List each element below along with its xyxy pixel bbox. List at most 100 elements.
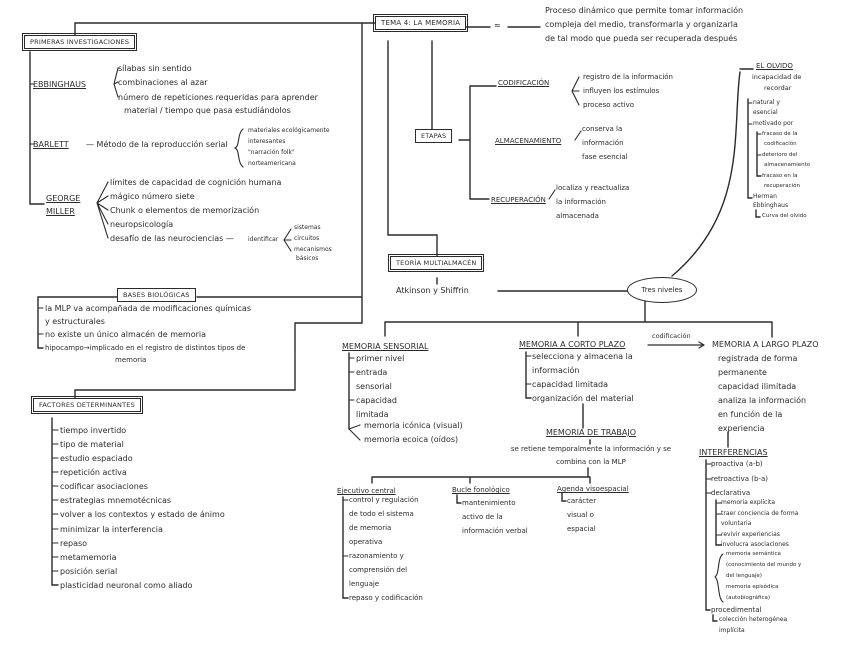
largo-item: en función de la bbox=[718, 410, 783, 419]
bucle-item: mantenimiento bbox=[462, 499, 516, 507]
factores-item: estrategias mnemotécnicas bbox=[60, 496, 172, 505]
factores-item: estudio espaciado bbox=[60, 454, 133, 463]
etapas-box: ETAPAS bbox=[415, 129, 453, 143]
trabajo-title: MEMORIA DE TRABAJO bbox=[545, 428, 637, 437]
barlett-note: norteamericana bbox=[248, 160, 296, 167]
factores-item: volver a los contextos y estado de ánimo bbox=[60, 510, 225, 519]
miller-label: GEORGE bbox=[46, 194, 81, 203]
agenda-item: visual o bbox=[567, 511, 594, 519]
declarativa-item: revivir experiencias bbox=[721, 531, 780, 538]
barlett-note: materiales ecológicamente bbox=[248, 127, 330, 134]
bucle-item: activo de la bbox=[462, 513, 503, 521]
miller-item: mágico número siete bbox=[110, 192, 195, 201]
largo-item: experiencia bbox=[718, 424, 765, 433]
identificar-item: mecanismos bbox=[294, 246, 332, 253]
olvido-curve: Curva del olvido bbox=[762, 213, 807, 219]
largo-title: MEMORIA A LARGO PLAZO bbox=[712, 340, 819, 349]
factores-item: tiempo invertido bbox=[60, 426, 127, 435]
miller-item: desafío de las neurociencias — bbox=[110, 234, 234, 243]
tres-niveles-oval: Tres niveles bbox=[627, 277, 697, 303]
factores-item: repaso bbox=[60, 539, 88, 548]
definition-line: Proceso dinámico que permite tomar infor… bbox=[545, 6, 744, 15]
miller-item: Chunk o elementos de memorización bbox=[110, 206, 260, 215]
interferencias-title: INTERFERENCIAS bbox=[699, 448, 768, 457]
ebbinghaus-item: sílabas sin sentido bbox=[118, 64, 192, 73]
corto-item: información bbox=[532, 366, 580, 375]
olvido-author: Ebbinghaus bbox=[753, 202, 789, 209]
olvido-cause: recuperación bbox=[764, 183, 800, 189]
miller-item: límites de capacidad de cognición humana bbox=[110, 178, 282, 187]
ejecutivo-item: lenguaje bbox=[349, 580, 380, 588]
ejecutivo-item: operativa bbox=[349, 538, 383, 546]
ejecutivo-item: razonamiento y bbox=[349, 552, 404, 560]
definition-line: compleja del medio, transformarla y orga… bbox=[545, 20, 738, 29]
olvido-title: EL OLVIDO bbox=[756, 62, 793, 70]
memoria-type-item: (conocimiento del mundo y bbox=[726, 562, 802, 568]
olvido-item: natural y bbox=[753, 99, 780, 106]
corto-title: MEMORIA A CORTO PLAZO bbox=[519, 340, 626, 349]
recuperacion-item: almacenada bbox=[556, 212, 599, 220]
bucle-item: información verbal bbox=[462, 527, 528, 535]
bases-item: y estructurales bbox=[45, 317, 105, 326]
sensorial-title: MEMORIA SENSORIAL bbox=[342, 342, 429, 351]
largo-item: analiza la información bbox=[718, 396, 807, 405]
almacenamiento-item: fase esencial bbox=[582, 153, 628, 161]
olvido-author: Herman bbox=[753, 193, 777, 200]
olvido-subtitle: recordar bbox=[764, 84, 792, 92]
memoria-type-item: (autobiográfica) bbox=[726, 595, 771, 601]
bases-item: memoria bbox=[115, 356, 147, 364]
memoria-type-item: memoria episódica bbox=[726, 584, 779, 590]
ejecutivo-item: de todo el sistema bbox=[349, 510, 414, 518]
ebbinghaus-label: EBBINGHAUS bbox=[33, 80, 86, 89]
olvido-cause: almacenamiento bbox=[764, 162, 811, 168]
teoria-authors: Atkinson y Shiffrin bbox=[396, 286, 469, 295]
ejecutivo-item: repaso y codificación bbox=[349, 594, 423, 602]
ebbinghaus-item: material / tiempo que pasa estudiándolos bbox=[124, 106, 291, 115]
procedimental-label: procedimental bbox=[711, 606, 762, 614]
ejecutivo-item: control y regulación bbox=[349, 496, 419, 504]
declarativa-item: memoria explícita bbox=[721, 499, 776, 506]
memoria-type-item: del lenguaje) bbox=[726, 573, 762, 579]
ejecutivo-title: Ejecutivo central bbox=[337, 487, 396, 495]
olvido-cause: fracaso de la bbox=[762, 131, 798, 137]
codificacion-item: proceso activo bbox=[583, 101, 635, 109]
declarativa-item: voluntaria bbox=[721, 520, 752, 527]
bases-item: hipocampo→implicado en el registro de di… bbox=[45, 344, 246, 352]
ebbinghaus-item: número de repeticiones requeridas para a… bbox=[118, 93, 318, 102]
primeras-box: PRIMERAS INVESTIGACIONES bbox=[21, 32, 138, 52]
factores-item: repetición activa bbox=[60, 468, 127, 477]
barlett-method: — Método de la reproducción serial bbox=[86, 140, 228, 149]
identificar-item: sistemas bbox=[294, 224, 321, 231]
teoria-box: TEORÍA MULTIALMACÉN bbox=[387, 253, 485, 273]
declarativa-item: traer conciencia de forma bbox=[721, 510, 799, 517]
largo-item: capacidad ilimitada bbox=[718, 382, 797, 391]
ejecutivo-item: de memoria bbox=[349, 524, 392, 532]
sensorial-item: sensorial bbox=[356, 382, 392, 391]
olvido-cause: fracaso en la bbox=[762, 173, 798, 179]
bases-box: BASES BIOLÓGICAS bbox=[117, 288, 196, 302]
olvido-subtitle: incapacidad de bbox=[752, 73, 802, 81]
almacenamiento-label: ALMACENAMIENTO bbox=[495, 137, 562, 145]
factores-item: tipo de material bbox=[60, 440, 124, 449]
codificacion-label: CODIFICACIÓN bbox=[498, 79, 550, 87]
factores-item: minimizar la interferencia bbox=[60, 525, 163, 534]
codificacion-item: registro de la información bbox=[583, 73, 673, 81]
interferencias-item: declarativa bbox=[711, 489, 751, 497]
codificacion-arrow-label: codificación bbox=[652, 332, 691, 340]
declarativa-item: involucra asociaciones bbox=[721, 541, 789, 548]
bases-item: la MLP va acompañada de modificaciones q… bbox=[45, 304, 251, 313]
barlett-label: BARLETT bbox=[33, 140, 69, 149]
agenda-item: espacial bbox=[567, 525, 596, 533]
olvido-cause: deterioro del bbox=[762, 152, 798, 158]
olvido-item: esencial bbox=[753, 109, 778, 116]
interferencias-item: retroactiva (b-a) bbox=[711, 475, 768, 483]
almacenamiento-item: información bbox=[582, 139, 624, 147]
approx-symbol: ≈ bbox=[494, 21, 501, 30]
codificacion-item: influyen los estímulos bbox=[583, 87, 660, 95]
recuperacion-label: RECUPERACIÓN bbox=[491, 196, 546, 204]
recuperacion-item: localiza y reactualiza bbox=[556, 184, 630, 192]
olvido-cause: codificación bbox=[764, 141, 797, 147]
interferencias-item: proactiva (a-b) bbox=[711, 460, 763, 468]
trabajo-desc: combina con la MLP bbox=[556, 458, 626, 466]
ebbinghaus-item: combinaciones al azar bbox=[118, 78, 208, 87]
